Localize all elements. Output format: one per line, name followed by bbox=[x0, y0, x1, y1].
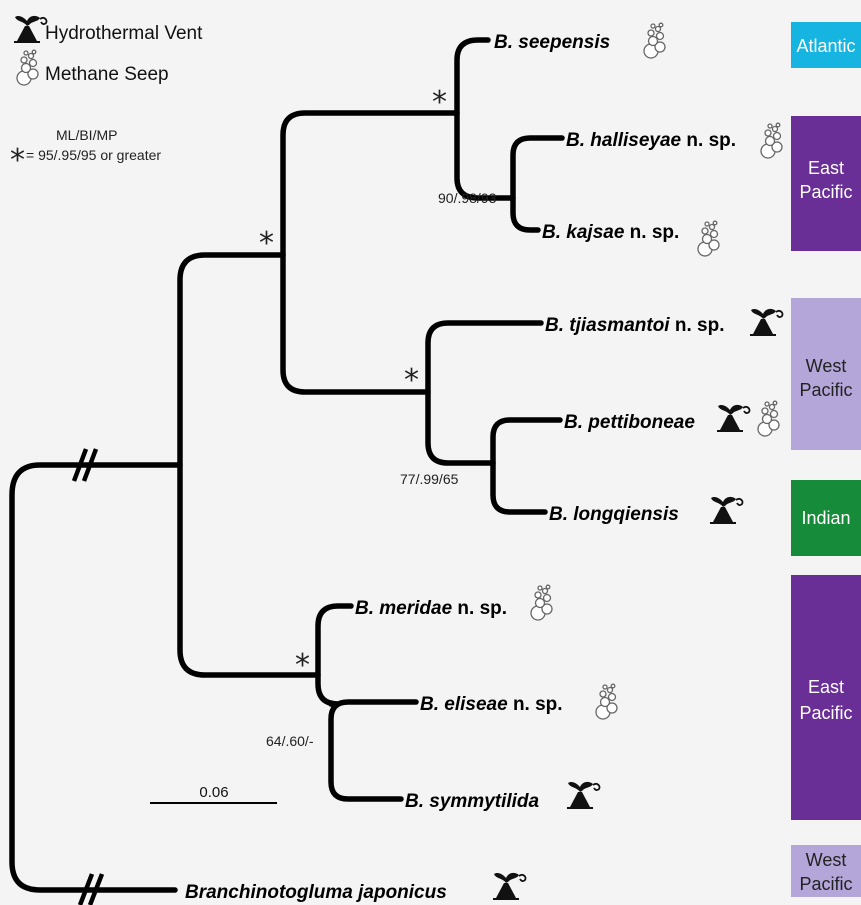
legend-vent-label: Hydrothermal Vent bbox=[45, 23, 203, 44]
support-note: ML/BI/MP * = 95/.95/95 or greater bbox=[10, 127, 161, 178]
region-bar-west-pacific-lower bbox=[791, 845, 861, 897]
support-star-seepensis-node: * bbox=[432, 85, 447, 120]
methane-seep-icon bbox=[595, 683, 618, 720]
branch-break-marks bbox=[71, 448, 105, 905]
taxon-label-symmytilida: B. symmytilida bbox=[405, 791, 540, 812]
taxon-label-eliseae: B. eliseae n. sp. bbox=[420, 694, 563, 715]
region-label-west-pacific-upper-line1: West bbox=[806, 356, 847, 376]
taxon-labels: B. seepensis B. halliseyae n. sp. B. kaj… bbox=[185, 32, 736, 903]
branch-seepensis-group bbox=[454, 37, 516, 201]
taxon-label-meridae: B. meridae n. sp. bbox=[355, 598, 507, 619]
support-star-upper-clade-node: * bbox=[259, 226, 274, 261]
branch-lower-clade bbox=[315, 603, 354, 707]
hydrothermal-vent-icon bbox=[709, 495, 744, 524]
region-label-indian: Indian bbox=[801, 508, 850, 528]
methane-seep-icon bbox=[760, 122, 783, 159]
hydrothermal-vent-icon bbox=[566, 780, 601, 809]
support-values: 90/.98/93 77/.99/65 64/.60/- bbox=[266, 190, 497, 749]
methane-seep-icon bbox=[16, 49, 39, 86]
support-value-pettiboneae-longqiensis: 77/.99/65 bbox=[400, 471, 459, 487]
region-bar-atlantic bbox=[791, 22, 861, 68]
support-stars: * * * * bbox=[259, 85, 447, 683]
taxon-label-longqiensis: B. longqiensis bbox=[549, 504, 679, 525]
support-note-star: * bbox=[10, 143, 25, 178]
hydrothermal-vent-icon bbox=[492, 871, 527, 900]
taxon-label-tjiasmantoi: B. tjiasmantoi n. sp. bbox=[545, 315, 724, 336]
region-bars: Atlantic East Pacific West Pacific India… bbox=[791, 22, 861, 897]
support-value-halliseyae-kajsae: 90/.98/93 bbox=[438, 190, 497, 206]
branch-eliseae-symmytilida bbox=[328, 699, 419, 802]
region-label-atlantic: Atlantic bbox=[796, 36, 855, 56]
taxon-label-pettiboneae: B. pettiboneae bbox=[564, 412, 695, 433]
break-mark-upper bbox=[71, 448, 99, 482]
taxon-label-japonicus: Branchinotogluma japonicus bbox=[185, 882, 447, 903]
methane-seep-icon bbox=[643, 22, 666, 59]
branch-west-pacific-group bbox=[425, 320, 544, 466]
legend-seep-label: Methane Seep bbox=[45, 64, 169, 85]
region-bar-west-pacific-upper bbox=[791, 298, 861, 450]
support-note-header: ML/BI/MP bbox=[56, 127, 117, 143]
taxon-label-halliseyae: B. halliseyae n. sp. bbox=[566, 130, 736, 151]
region-bar-east-pacific-upper bbox=[791, 116, 861, 251]
hydrothermal-vent-icon bbox=[749, 307, 784, 336]
support-value-eliseae-symmytilida: 64/.60/- bbox=[266, 733, 314, 749]
hydrothermal-vent-icon bbox=[13, 14, 48, 44]
habitat-icons bbox=[492, 22, 784, 900]
methane-seep-icon bbox=[530, 584, 553, 621]
hydrothermal-vent-icon bbox=[716, 403, 751, 432]
region-label-east-pacific-lower-line2: Pacific bbox=[799, 703, 852, 723]
scale-bar-label: 0.06 bbox=[199, 784, 228, 801]
branch-root bbox=[9, 462, 183, 893]
region-label-east-pacific-upper-line2: Pacific bbox=[799, 182, 852, 202]
scale-bar: 0.06 bbox=[150, 784, 277, 804]
region-bar-indian bbox=[791, 480, 861, 556]
taxon-label-seepensis: B. seepensis bbox=[494, 32, 610, 53]
region-bar-east-pacific-lower bbox=[791, 575, 861, 820]
support-note-text: = 95/.95/95 or greater bbox=[26, 147, 161, 163]
support-star-west-pacific-node: * bbox=[404, 363, 419, 398]
region-label-east-pacific-upper-line1: East bbox=[808, 158, 844, 178]
methane-seep-icon bbox=[697, 220, 720, 257]
branch-pettiboneae-longqiensis bbox=[490, 417, 563, 515]
region-label-west-pacific-lower-line1: West bbox=[806, 850, 847, 870]
branch-main-ingroup bbox=[177, 252, 321, 678]
legend: Hydrothermal Vent Methane Seep bbox=[13, 14, 203, 86]
tree-branches bbox=[9, 37, 565, 893]
taxon-label-kajsae: B. kajsae n. sp. bbox=[542, 222, 679, 243]
region-label-east-pacific-lower-line1: East bbox=[808, 677, 844, 697]
support-star-lower-clade-node: * bbox=[295, 648, 310, 683]
region-label-west-pacific-lower-line2: Pacific bbox=[799, 874, 852, 894]
region-label-west-pacific-upper-line2: Pacific bbox=[799, 380, 852, 400]
methane-seep-icon bbox=[757, 400, 780, 437]
branch-upper-clade bbox=[280, 110, 460, 395]
break-mark-lower bbox=[77, 873, 105, 905]
branch-halliseyae-kajsae bbox=[510, 135, 565, 233]
